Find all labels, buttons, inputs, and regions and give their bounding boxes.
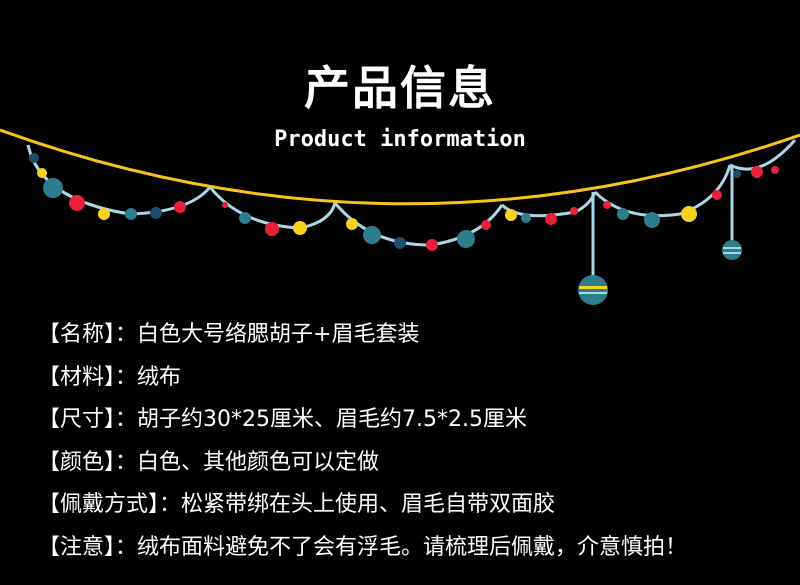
info-label: 【材料】: [38, 364, 116, 390]
info-separator: ：: [115, 407, 138, 433]
garland-yellow-line: [0, 128, 800, 206]
beads: [29, 153, 779, 251]
info-value: 绒布面料避免不了会有浮毛。请梳理后佩戴，介意慎拍！: [137, 534, 688, 560]
info-separator: ：: [159, 492, 182, 518]
info-label: 【名称】: [38, 322, 116, 347]
info-value: 白色、其他颜色可以定做: [137, 449, 380, 475]
info-label: 【颜色】: [38, 449, 116, 475]
info-value: 松紧带绑在头上使用、眉毛自带双面胶: [181, 492, 556, 518]
info-label: 【尺寸】: [38, 407, 116, 433]
info-separator: ：: [115, 364, 138, 390]
info-row-name: 【名称】：白色大号络腮胡子+眉毛套装: [38, 314, 687, 357]
info-row-material: 【材料】：绒布: [38, 357, 687, 400]
info-label: 【佩戴方式】: [38, 492, 160, 518]
ornament-ball-large: [578, 275, 608, 305]
info-value: 胡子约30*25厘米、眉毛约7.5*2.5厘米: [137, 407, 527, 433]
info-separator: ：: [115, 449, 138, 475]
info-row-color: 【颜色】：白色、其他颜色可以定做: [38, 442, 687, 485]
info-separator: ：: [115, 322, 138, 347]
page-title: 产品信息: [304, 61, 496, 115]
info-row-notice: 【注意】：绒布面料避免不了会有浮毛。请梳理后佩戴，介意慎拍！: [38, 527, 687, 570]
page-subtitle: Product information: [274, 127, 526, 152]
info-label: 【注意】: [38, 534, 116, 560]
info-separator: ：: [115, 534, 138, 560]
info-value: 白色大号络腮胡子+眉毛套装: [137, 322, 420, 347]
info-row-wearing: 【佩戴方式】：松紧带绑在头上使用、眉毛自带双面胶: [38, 484, 687, 527]
garland-decoration: [0, 128, 800, 305]
info-row-size: 【尺寸】：胡子约30*25厘米、眉毛约7.5*2.5厘米: [38, 399, 687, 442]
product-info-list: 【名称】：白色大号络腮胡子+眉毛套装 【材料】：绒布 【尺寸】：胡子约30*25…: [38, 314, 687, 570]
info-value: 绒布: [137, 364, 182, 390]
ornament-ball-small: [722, 240, 742, 260]
bead-string: [26, 139, 797, 276]
